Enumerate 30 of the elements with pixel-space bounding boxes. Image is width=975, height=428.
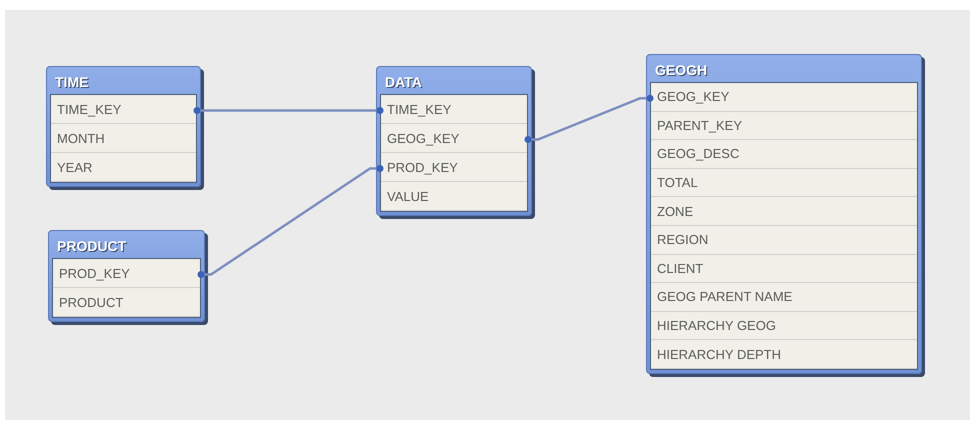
field-row: REGION [651, 226, 917, 255]
field-row: CLIENT [651, 254, 917, 284]
field-row: PRODUCT [53, 288, 200, 317]
table-card [48, 230, 205, 322]
field-row: PROD_KEY [53, 259, 200, 288]
relation-line [198, 165, 384, 278]
field-row: PROD_KEY [381, 153, 527, 182]
table-card [376, 66, 532, 216]
field-row: GEOG_KEY [651, 83, 917, 112]
field-row: HIERARCHY DEPTH [651, 340, 917, 369]
field-row: VALUE [381, 182, 527, 211]
field-row: ZONE [651, 197, 917, 226]
field-row: GEOG_DESC [651, 140, 917, 169]
field-row: GEOG_KEY [381, 124, 527, 153]
table-title: GEOGH [655, 61, 708, 80]
field-row: TIME_KEY [51, 95, 196, 124]
table-title: DATA [385, 73, 422, 92]
field-row: TIME_KEY [381, 95, 527, 124]
field-row: GEOG PARENT NAME [651, 283, 917, 312]
table-card [46, 66, 201, 187]
table-card [646, 54, 922, 374]
field-row: TOTAL [651, 168, 917, 198]
table-title: PRODUCT [57, 237, 126, 256]
relation-line [194, 107, 384, 114]
table-title: TIME [55, 73, 88, 92]
field-row: MONTH [51, 124, 196, 153]
field-row: PARENT_KEY [651, 112, 917, 140]
field-row: YEAR [51, 153, 196, 182]
relation-line [524, 94, 654, 143]
field-row: HIERARCHY GEOG [651, 312, 917, 340]
